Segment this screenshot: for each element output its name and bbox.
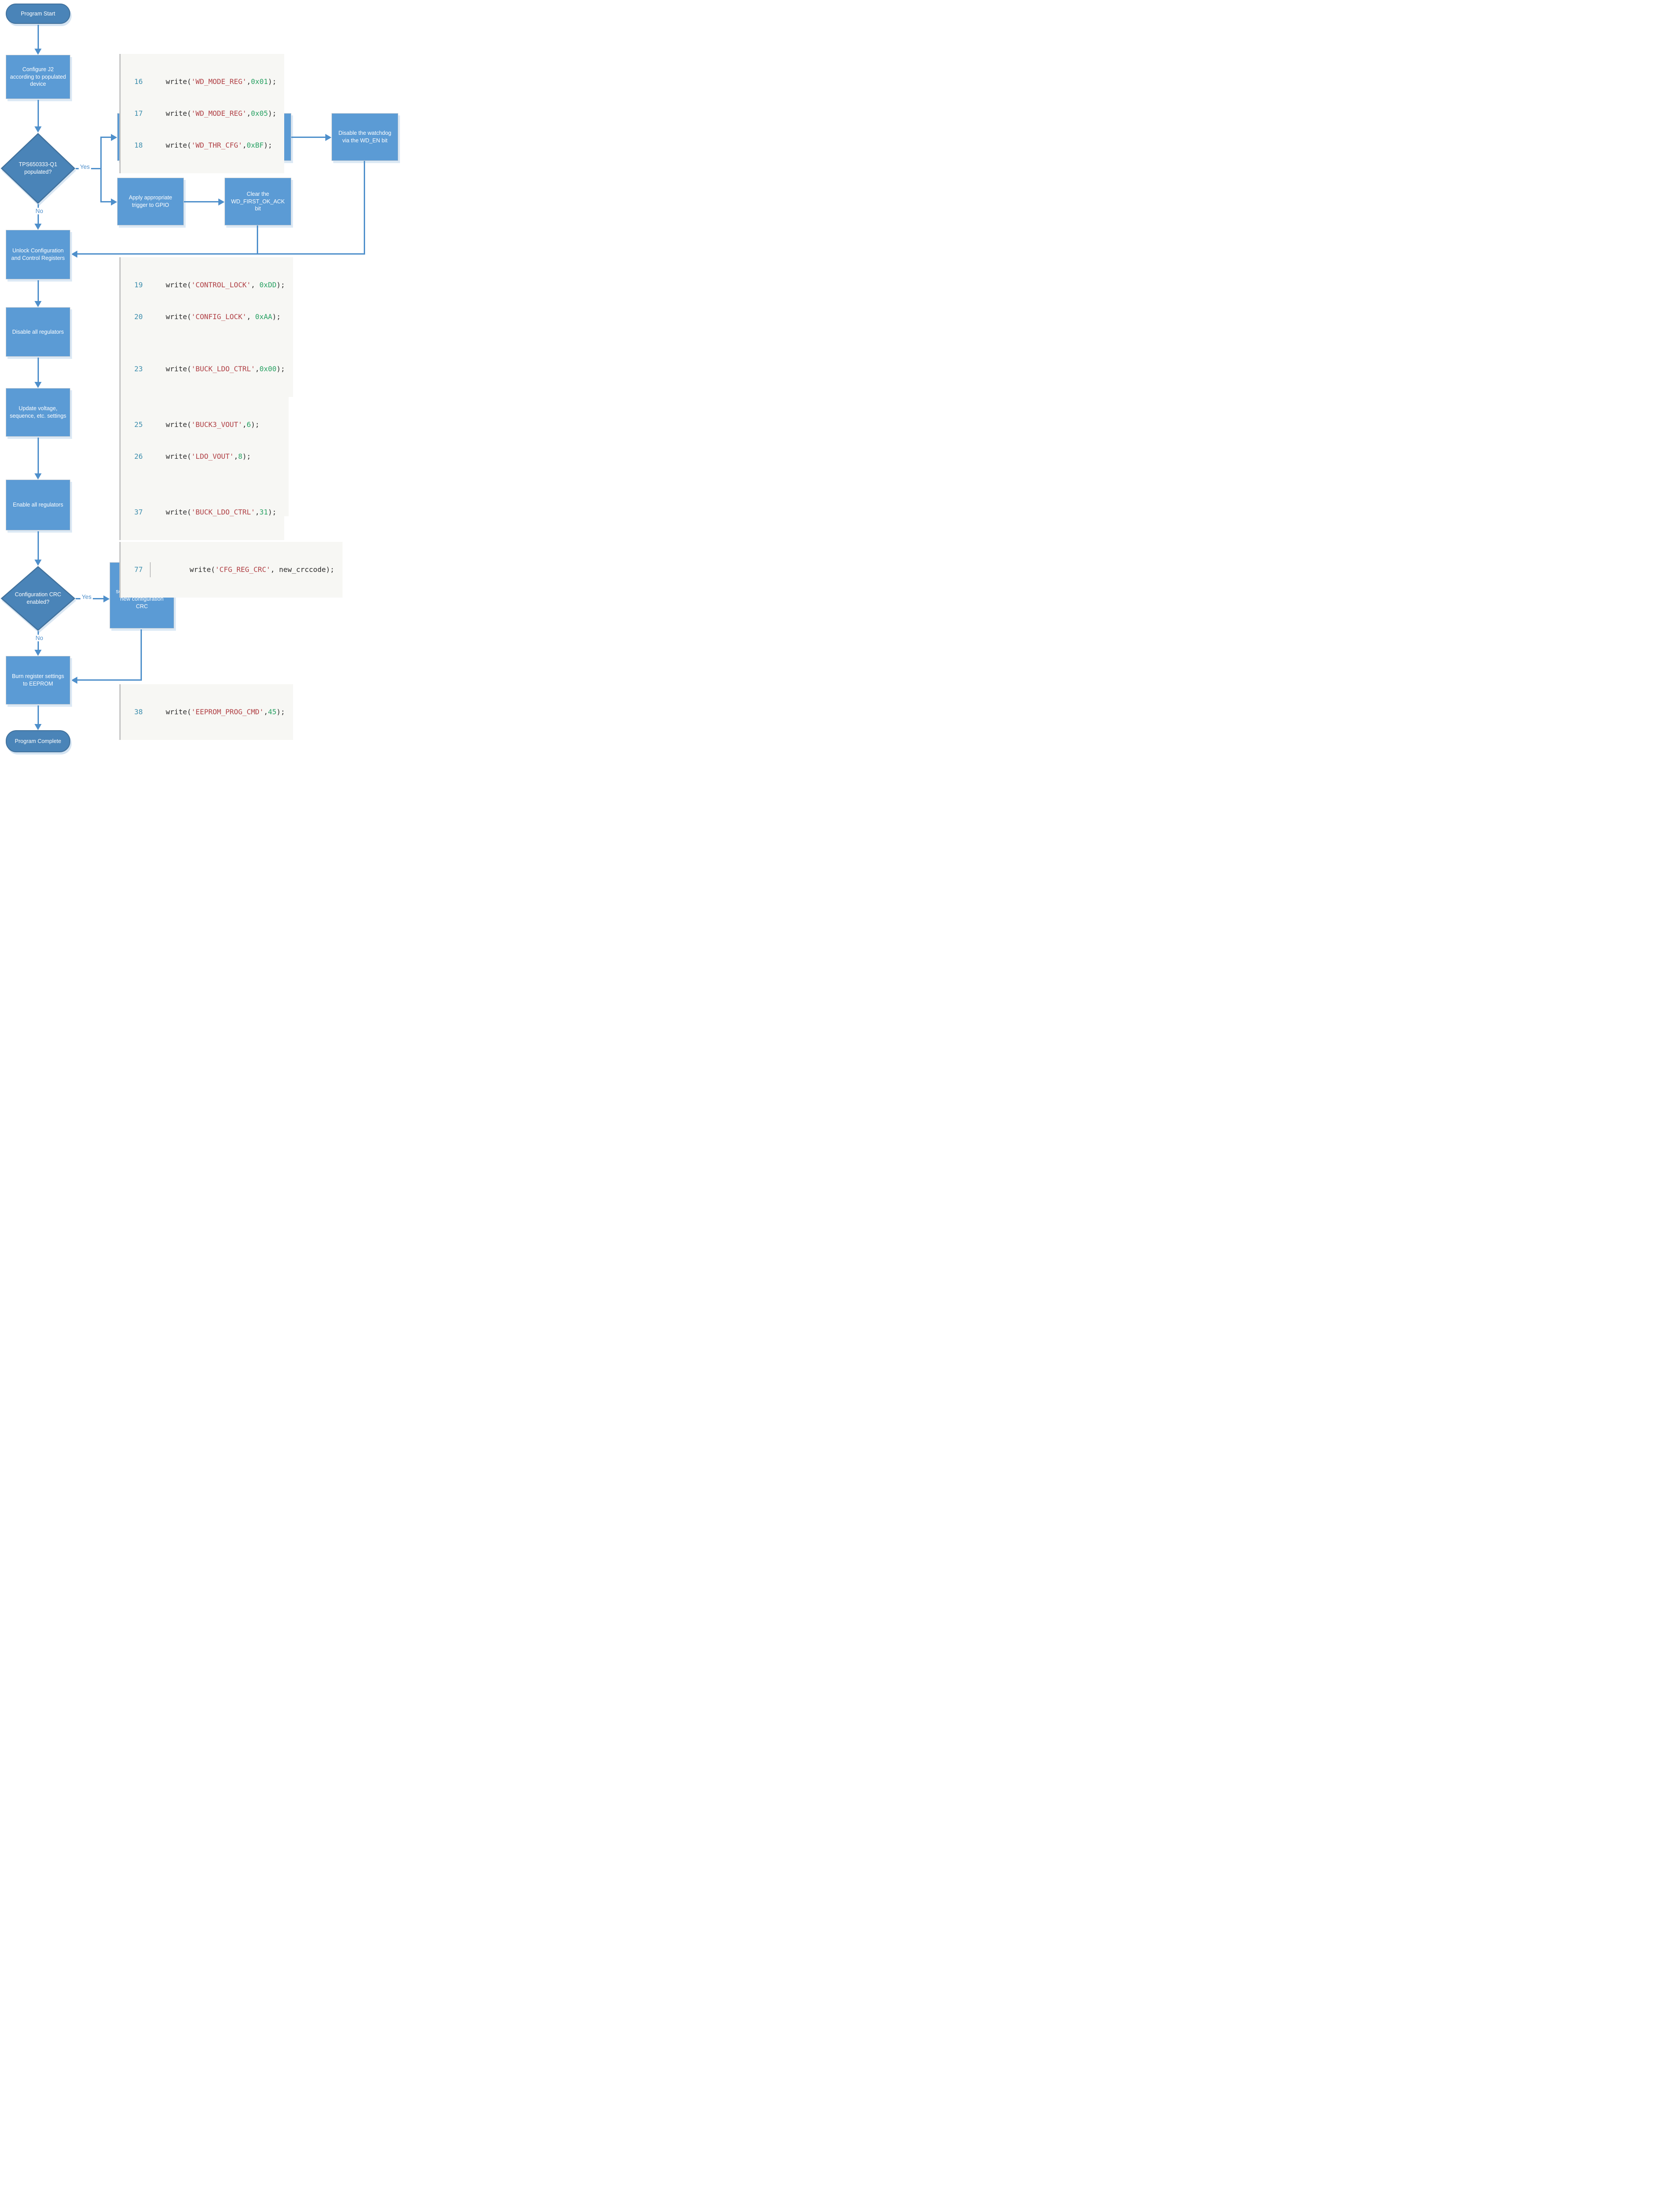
edge-pwrhold-to-disablewd bbox=[291, 137, 325, 138]
node-disable-all-regulators: Disable all regulators bbox=[6, 307, 70, 357]
line-number: 18 bbox=[134, 141, 143, 149]
edge-to-apply-trigger bbox=[100, 201, 111, 202]
arrow-update-to-enable bbox=[38, 438, 39, 473]
line-number: 38 bbox=[134, 708, 143, 716]
diamond-shape-icon bbox=[0, 133, 76, 204]
arrowhead-down-icon bbox=[34, 560, 42, 566]
arrowhead-down-icon bbox=[34, 126, 42, 133]
node-unlock-registers: Unlock Configuration and Control Registe… bbox=[6, 230, 70, 279]
arrowhead-right-icon bbox=[325, 134, 331, 141]
node-label: Configuration CRC enabled? bbox=[15, 591, 61, 605]
arrowhead-down-icon bbox=[34, 382, 42, 388]
node-program-complete: Program Complete bbox=[6, 730, 70, 752]
line-number: 26 bbox=[134, 452, 143, 461]
arrowhead-left-icon bbox=[71, 677, 77, 684]
arrowhead-right-icon bbox=[218, 198, 225, 206]
node-label: Disable the watchdog via the WD_EN bit bbox=[338, 130, 392, 144]
node-decision-tps650333-populated: TPS650333-Q1 populated? bbox=[0, 133, 76, 204]
edge-label-yes: Yes bbox=[80, 594, 93, 600]
node-label: Burn register settings to EEPROM bbox=[11, 673, 65, 687]
edge-branch-to-unlock bbox=[76, 253, 365, 255]
node-label: Configure J2 according to populated devi… bbox=[10, 66, 66, 88]
edge-to-return-wd bbox=[100, 137, 111, 138]
node-label: TPS650333-Q1 populated? bbox=[19, 161, 57, 175]
node-decision-crc-enabled: Configuration CRC enabled? bbox=[0, 566, 76, 631]
node-burn-eeprom: Burn register settings to EEPROM bbox=[6, 656, 70, 705]
arrowhead-right-icon bbox=[111, 198, 117, 206]
arrowhead-right-icon bbox=[111, 134, 117, 141]
line-number: 23 bbox=[134, 365, 143, 373]
node-label: Update voltage, sequence, etc. settings bbox=[10, 405, 66, 419]
node-label: Program Start bbox=[21, 10, 55, 17]
edge-gui-down bbox=[141, 629, 142, 680]
node-enable-all-regulators: Enable all regulators bbox=[6, 480, 70, 530]
line-number: 19 bbox=[134, 281, 143, 289]
line-number: 37 bbox=[134, 508, 143, 516]
node-update-settings: Update voltage, sequence, etc. settings bbox=[6, 388, 70, 437]
node-label: Enable all regulators bbox=[13, 502, 63, 508]
arrow-start-to-configure bbox=[38, 25, 39, 49]
node-label: Unlock Configuration and Control Registe… bbox=[11, 248, 65, 261]
arrow-configure-to-decision1 bbox=[38, 100, 39, 126]
node-clear-wd-first-ok-ack: Clear the WD_FIRST_OK_ACK bit bbox=[225, 178, 291, 225]
node-apply-trigger-gpio: Apply appropriate trigger to GPIO bbox=[117, 178, 184, 225]
line-number: 16 bbox=[134, 77, 143, 86]
edge-label-no: No bbox=[31, 635, 48, 641]
edge-gui-to-burn bbox=[76, 679, 142, 681]
arrowhead-down-icon bbox=[34, 724, 42, 730]
line-number: 25 bbox=[134, 420, 143, 429]
line-number: 77 bbox=[127, 562, 151, 577]
edge-label-no: No bbox=[31, 208, 48, 214]
node-label: Clear the WD_FIRST_OK_ACK bit bbox=[231, 191, 285, 212]
arrow-burn-to-complete bbox=[38, 705, 39, 724]
node-disable-watchdog: Disable the watchdog via the WD_EN bit bbox=[331, 113, 398, 161]
node-program-start: Program Start bbox=[6, 4, 70, 24]
arrowhead-down-icon bbox=[34, 473, 42, 480]
edge-yes-split bbox=[100, 137, 102, 202]
node-label: Apply appropriate trigger to GPIO bbox=[129, 194, 172, 208]
edge-clearack-down bbox=[257, 225, 258, 254]
diamond-shape-icon bbox=[0, 566, 76, 631]
arrowhead-down-icon bbox=[34, 650, 42, 656]
node-label: Program Complete bbox=[15, 738, 61, 744]
node-configure-j2: Configure J2 according to populated devi… bbox=[6, 55, 70, 99]
arrowhead-right-icon bbox=[103, 595, 110, 602]
flowchart-canvas: Program Start Configure J2 according to … bbox=[0, 0, 420, 764]
arrowhead-left-icon bbox=[71, 251, 77, 258]
edge-apply-to-clear bbox=[184, 201, 218, 202]
arrow-unlock-to-disablereg bbox=[38, 280, 39, 301]
line-number: 17 bbox=[134, 109, 143, 118]
line-number: 20 bbox=[134, 312, 143, 321]
arrow-disablereg-to-update bbox=[38, 358, 39, 382]
arrow-enable-to-decision2 bbox=[38, 531, 39, 560]
arrowhead-down-icon bbox=[34, 224, 42, 230]
edge-disablewd-down bbox=[364, 161, 365, 254]
arrowhead-down-icon bbox=[34, 301, 42, 307]
edge-label-yes: Yes bbox=[79, 164, 91, 170]
arrowhead-down-icon bbox=[34, 49, 42, 55]
node-label: Disable all regulators bbox=[12, 328, 64, 335]
